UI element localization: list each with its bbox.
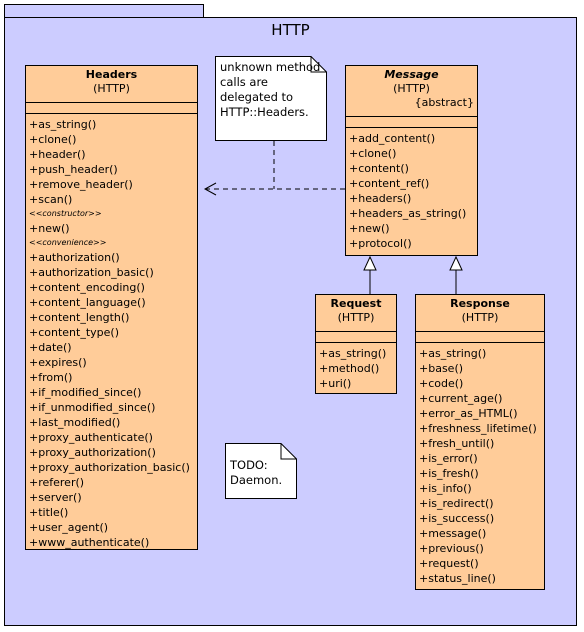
operation: +status_line() [419, 572, 496, 585]
class-request-header: Request (HTTP) [316, 295, 396, 332]
operation: +headers() [349, 192, 412, 205]
class-response[interactable]: Response (HTTP) +as_string() +base() +code… [415, 294, 545, 590]
operation: +code() [419, 377, 464, 390]
operation: +user_agent() [29, 521, 109, 534]
class-message-header: Message (HTTP) {abstract} [346, 66, 477, 117]
note-shape [225, 443, 297, 499]
class-name: Request [330, 297, 382, 310]
note-shape [215, 56, 327, 141]
note-delegation[interactable]: unknown method calls are delegated to HT… [215, 56, 327, 141]
operation: +content_encoding() [29, 281, 145, 294]
operation: +remove_header() [29, 178, 133, 191]
stereotype-label: <<convenience>> [29, 238, 107, 247]
operation-compartment: +as_string() +clone() +header() +push_heade… [26, 114, 197, 550]
operation: +error_as_HTML() [419, 407, 518, 420]
operation: +date() [29, 341, 72, 354]
operation: +content_type() [29, 326, 119, 339]
class-response-header: Response (HTTP) [416, 295, 544, 332]
note-line: HTTP::Headers. [220, 105, 309, 119]
attribute-compartment [416, 332, 544, 343]
class-package: (HTTP) [337, 311, 375, 324]
class-name: Response [450, 297, 510, 310]
operation: +content_ref() [349, 177, 430, 190]
operation: +from() [29, 371, 73, 384]
operation: +is_info() [419, 482, 472, 495]
operation: +is_redirect() [419, 497, 494, 510]
dependency-arrowhead [203, 182, 217, 196]
operation: +add_content() [349, 132, 436, 145]
note-line: TODO: [230, 458, 268, 472]
operation: +authorization_basic() [29, 266, 154, 279]
class-name: Headers [85, 68, 138, 81]
operation: +server() [29, 491, 82, 504]
attribute-compartment [346, 117, 477, 128]
operation: +protocol() [349, 237, 412, 250]
operation: +freshness_lifetime() [419, 422, 537, 435]
class-name: Message [384, 68, 439, 81]
operation: +content_language() [29, 296, 146, 309]
operation: +proxy_authenticate() [29, 431, 153, 444]
attribute-compartment [26, 103, 197, 114]
operation: +referer() [29, 476, 85, 489]
note-text: TODO: Daemon. [230, 458, 282, 488]
operation: +new() [29, 222, 70, 235]
note-todo[interactable]: TODO: Daemon. [225, 443, 297, 499]
operation: +method() [319, 362, 380, 375]
operation: +uri() [319, 377, 352, 390]
class-message[interactable]: Message (HTTP) {abstract} +add_content()… [345, 65, 478, 256]
class-package: (HTTP) [461, 311, 499, 324]
operation: +authorization() [29, 251, 120, 264]
operation: +if_modified_since() [29, 386, 142, 399]
operation: +as_string() [29, 118, 97, 131]
operation: +headers_as_string() [349, 207, 467, 220]
operation: +push_header() [29, 163, 118, 176]
operation: +content() [349, 162, 409, 175]
operation: +www_authenticate() [29, 536, 150, 549]
class-stereotype: {abstract} [414, 96, 474, 109]
operation: +proxy_authorization_basic() [29, 461, 190, 474]
operation: +scan() [29, 193, 73, 206]
class-headers[interactable]: Headers (HTTP) +as_string() +clone() +head… [25, 65, 198, 550]
operation-compartment: +as_string() +base() +code() +current_age()… [416, 343, 544, 586]
operation: +last_modified() [29, 416, 121, 429]
response-generalization-arrowhead [449, 255, 463, 271]
note-line: unknown method [220, 60, 321, 74]
operation: +title() [29, 506, 69, 519]
operation: +clone() [349, 147, 397, 160]
operation: +current_age() [419, 392, 503, 405]
class-package: (HTTP) [93, 82, 130, 95]
operation-compartment: +as_string() +method() +uri() [316, 343, 396, 391]
operation: +request() [419, 557, 479, 570]
note-line: calls are [220, 75, 269, 89]
operation: +message() [419, 527, 487, 540]
operation: +expires() [29, 356, 87, 369]
operation: +is_success() [419, 512, 495, 525]
class-package: (HTTP) [393, 82, 430, 95]
operation: +header() [29, 148, 86, 161]
operation: +base() [419, 362, 464, 375]
operation-compartment: +add_content() +clone() +content() +content… [346, 128, 477, 251]
operation: +proxy_authorization() [29, 446, 156, 459]
package-name: HTTP [271, 21, 310, 39]
operation: +content_length() [29, 311, 130, 324]
operation: +fresh_until() [419, 437, 495, 450]
note-line: delegated to [220, 90, 294, 104]
class-headers-header: Headers (HTTP) [26, 66, 197, 103]
stereotype-label: <<constructor>> [29, 209, 102, 218]
note-text: unknown method calls are delegated to HT… [220, 60, 320, 120]
class-request[interactable]: Request (HTTP) +as_string() +method() +uri… [315, 294, 397, 394]
operation: +if_unmodified_since() [29, 401, 156, 414]
operation: +clone() [29, 133, 77, 146]
note-line: Daemon. [230, 473, 283, 487]
operation: +as_string() [319, 347, 387, 360]
operation: +as_string() [419, 347, 487, 360]
request-generalization-arrowhead [363, 255, 377, 271]
attribute-compartment [316, 332, 396, 343]
operation: +new() [349, 222, 390, 235]
operation: +is_fresh() [419, 467, 479, 480]
operation: +previous() [419, 542, 484, 555]
operation: +is_error() [419, 452, 478, 465]
